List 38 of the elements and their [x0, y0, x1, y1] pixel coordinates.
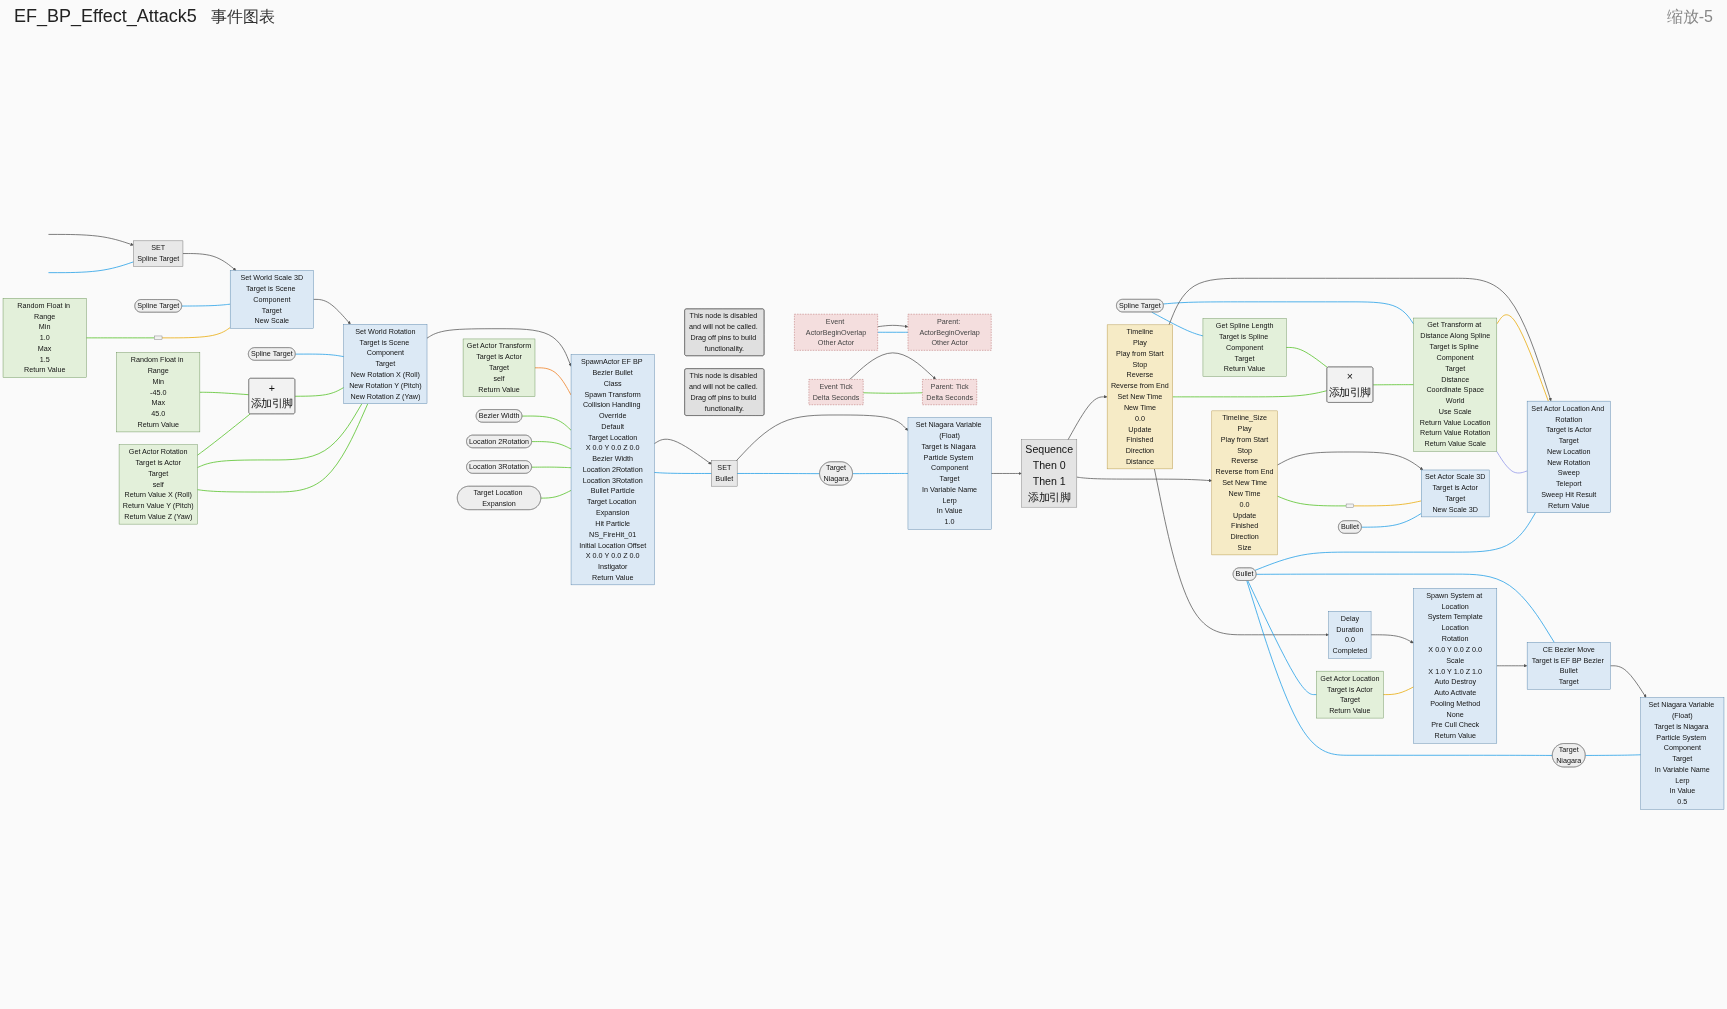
connector — [295, 353, 345, 357]
connector — [1496, 314, 1549, 402]
zoom-label: 缩放-5 — [1666, 7, 1713, 27]
connector — [540, 490, 572, 499]
connector — [294, 387, 345, 397]
connector — [736, 473, 821, 475]
connector — [1162, 301, 1414, 325]
connector — [534, 367, 572, 396]
connector — [1246, 580, 1553, 756]
connector — [1496, 450, 1528, 474]
connector — [1372, 384, 1414, 386]
connector — [199, 391, 250, 396]
connector — [1247, 580, 1317, 695]
connector — [181, 303, 231, 307]
connector — [197, 413, 251, 456]
connector — [1361, 513, 1422, 528]
graph-title: EF_BP_Effect_Attack5 — [14, 6, 197, 27]
connector — [197, 403, 363, 468]
connector — [653, 472, 712, 474]
connector — [852, 473, 909, 475]
connector — [1585, 754, 1642, 756]
connector — [521, 415, 572, 431]
node-box: Sequence Then 0 Then 1 添加引脚 — [1021, 439, 1078, 508]
connector — [1285, 347, 1328, 368]
connector — [1151, 311, 1204, 337]
connector — [531, 441, 572, 450]
node-box — [1345, 503, 1354, 508]
connector — [48, 261, 134, 274]
node-box — [154, 335, 163, 340]
connector — [1254, 512, 1536, 571]
connector — [197, 403, 369, 493]
connector — [531, 466, 572, 469]
connector — [1353, 500, 1422, 507]
connector — [1382, 686, 1414, 695]
connector — [1172, 390, 1328, 398]
connector — [161, 327, 231, 339]
connector — [1276, 495, 1347, 507]
breadcrumb-label: 事件图表 — [210, 7, 275, 27]
